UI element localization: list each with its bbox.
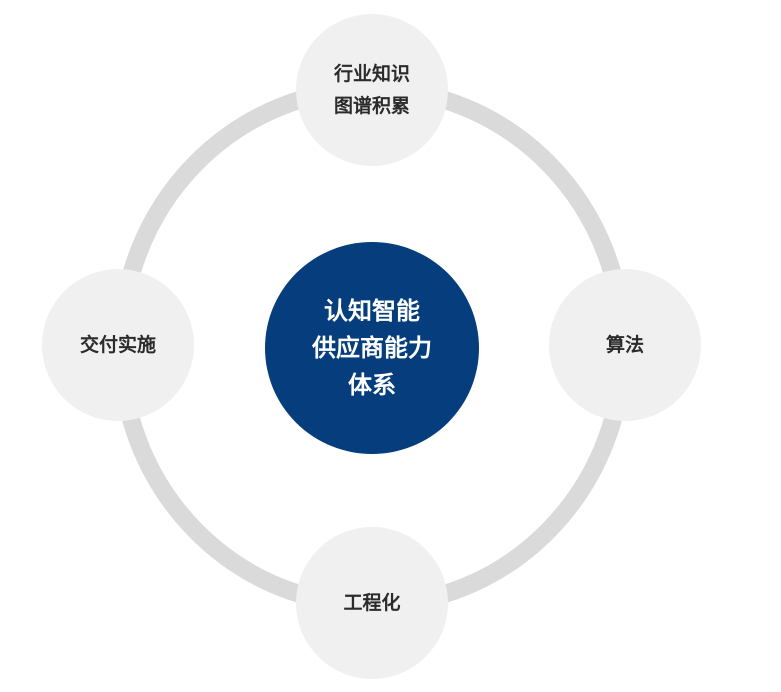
- node-top-line-1: 行业知识: [333, 63, 410, 85]
- node-left-label: 交付实施: [79, 334, 156, 356]
- node-engineering: 工程化: [296, 527, 448, 679]
- center-line-1: 认知智能: [324, 296, 420, 325]
- node-right-label: 算法: [605, 334, 644, 356]
- node-industry-knowledge-graph: 行业知识 图谱积累: [296, 14, 448, 166]
- center-hub-cognitive-intelligence: 认知智能 供应商能力 体系: [265, 242, 479, 454]
- node-algorithm: 算法: [549, 269, 701, 421]
- center-line-3: 体系: [348, 370, 396, 399]
- node-top-line-2: 图谱积累: [333, 95, 410, 117]
- node-bottom-label: 工程化: [343, 592, 401, 614]
- center-line-2: 供应商能力: [312, 333, 432, 362]
- node-delivery-implementation: 交付实施: [42, 269, 194, 421]
